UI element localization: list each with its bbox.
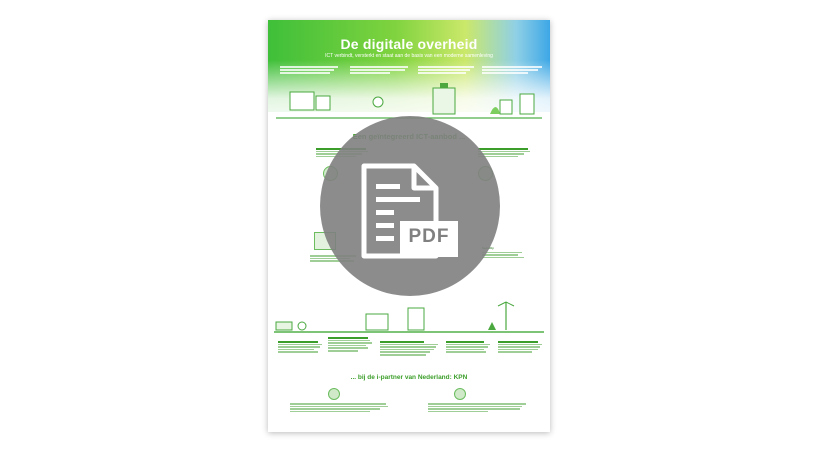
city-illustration <box>276 83 542 119</box>
offering-block <box>478 147 532 158</box>
intro-column <box>280 65 342 75</box>
pdf-overlay[interactable]: PDF <box>320 116 500 296</box>
bottom-text-column <box>328 336 374 353</box>
pdf-badge-label: PDF <box>408 226 450 247</box>
intro-column <box>418 65 480 75</box>
intro-column <box>482 65 544 75</box>
intro-column <box>350 65 412 75</box>
group-icon <box>454 388 466 400</box>
bottom-text-column <box>380 340 440 357</box>
poster-title: De digitale overheid <box>340 36 478 52</box>
offering-block <box>310 254 358 263</box>
partner-text <box>290 402 390 413</box>
bottom-text-column <box>498 340 544 354</box>
person-icon <box>328 388 340 400</box>
pdf-document-icon <box>361 163 458 259</box>
poster-thumbnail[interactable]: De digitale overheid ICT verbindt, verst… <box>268 20 550 432</box>
street-illustration <box>274 301 544 333</box>
bottom-text-column <box>278 340 324 354</box>
bottom-text-column <box>446 340 492 354</box>
partner-heading: ... bij de i-partner van Nederland: KPN <box>350 374 468 381</box>
partner-text <box>428 402 528 413</box>
poster-subtitle: ICT verbindt, versterkt en staat aan de … <box>325 53 493 59</box>
